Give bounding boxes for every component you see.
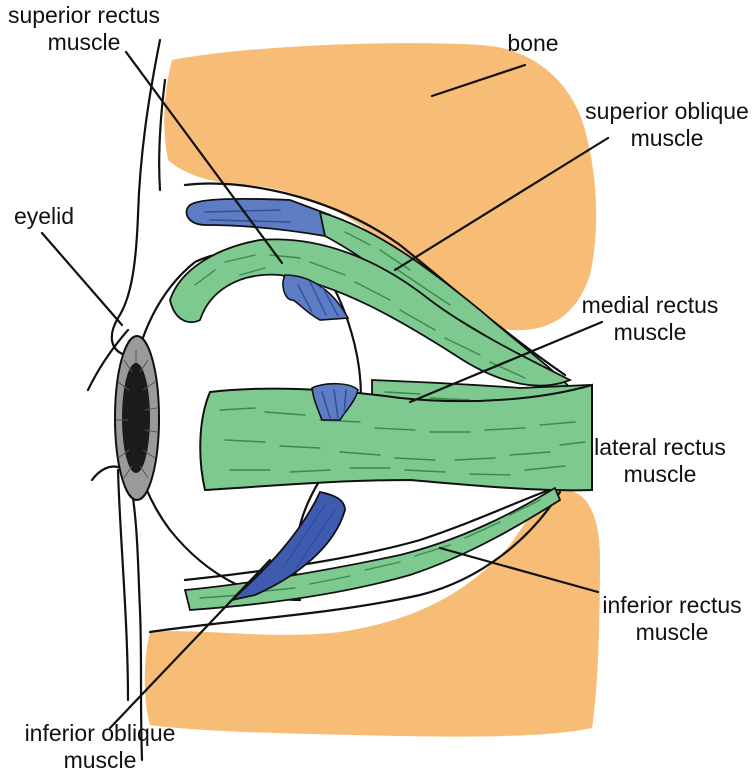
- pointer-lines: [40, 50, 610, 730]
- upper-bone: [164, 43, 597, 331]
- label-medial-rectus: medial rectus muscle: [570, 292, 730, 346]
- label-bone: bone: [498, 30, 568, 57]
- lower-lid-inner: [116, 468, 130, 702]
- lower-eyelid: [90, 465, 144, 762]
- orbit-lower-wall: [183, 486, 557, 582]
- label-bone-line1: bone: [507, 30, 559, 56]
- upper-lid-inner: [158, 78, 167, 192]
- label-lateral-rectus-line2: muscle: [623, 461, 697, 487]
- label-medial-rectus-line1: medial rectus: [581, 292, 719, 318]
- pointer-inferior-rectus: [438, 546, 600, 594]
- label-lateral-rectus: lateral rectus muscle: [585, 434, 735, 488]
- iris-striations: [116, 350, 158, 479]
- pointer-bone: [430, 63, 527, 98]
- superior-oblique-tendon: [185, 197, 332, 238]
- label-superior-oblique-line2: muscle: [630, 125, 704, 151]
- upper-lid-edge: [86, 328, 130, 392]
- label-inferior-rectus-line2: muscle: [635, 619, 709, 645]
- lower-bone-edge: [148, 490, 562, 634]
- lateral-rectus-muscle: [199, 383, 593, 492]
- pointer-eyelid: [40, 231, 124, 327]
- label-inferior-rectus: inferior rectus muscle: [592, 592, 752, 646]
- pointer-medial-rectus: [408, 320, 604, 404]
- label-inferior-rectus-line1: inferior rectus: [602, 592, 742, 618]
- label-inferior-oblique-line2: muscle: [63, 747, 137, 773]
- superior-rectus-muscle: [169, 238, 573, 387]
- superior-rectus-fibers: [194, 254, 526, 379]
- label-inferior-oblique-line1: inferior oblique: [24, 720, 176, 746]
- pointer-superior-rectus: [124, 50, 284, 265]
- pointer-superior-oblique: [393, 136, 610, 272]
- inferior-rectus-fibers: [199, 499, 541, 599]
- label-inferior-oblique: inferior oblique muscle: [10, 720, 190, 774]
- label-superior-rectus-line2: muscle: [47, 29, 121, 55]
- label-lateral-rectus-line1: lateral rectus: [594, 434, 726, 460]
- label-eyelid: eyelid: [4, 203, 84, 230]
- pupil: [122, 363, 150, 473]
- label-medial-rectus-line2: muscle: [613, 319, 687, 345]
- upper-eyelid: [110, 38, 162, 357]
- lateral-rectus-fibers: [219, 407, 586, 476]
- label-superior-rectus-line1: superior rectus: [7, 2, 161, 28]
- lower-bone: [144, 489, 600, 737]
- label-superior-rectus: superior rectus muscle: [0, 2, 168, 56]
- label-superior-oblique-line1: superior oblique: [585, 98, 749, 124]
- pointer-inferior-oblique: [108, 558, 272, 730]
- label-eyelid-line1: eyelid: [13, 203, 75, 229]
- label-superior-oblique: superior oblique muscle: [582, 98, 752, 152]
- inferior-oblique-muscle: [228, 490, 346, 602]
